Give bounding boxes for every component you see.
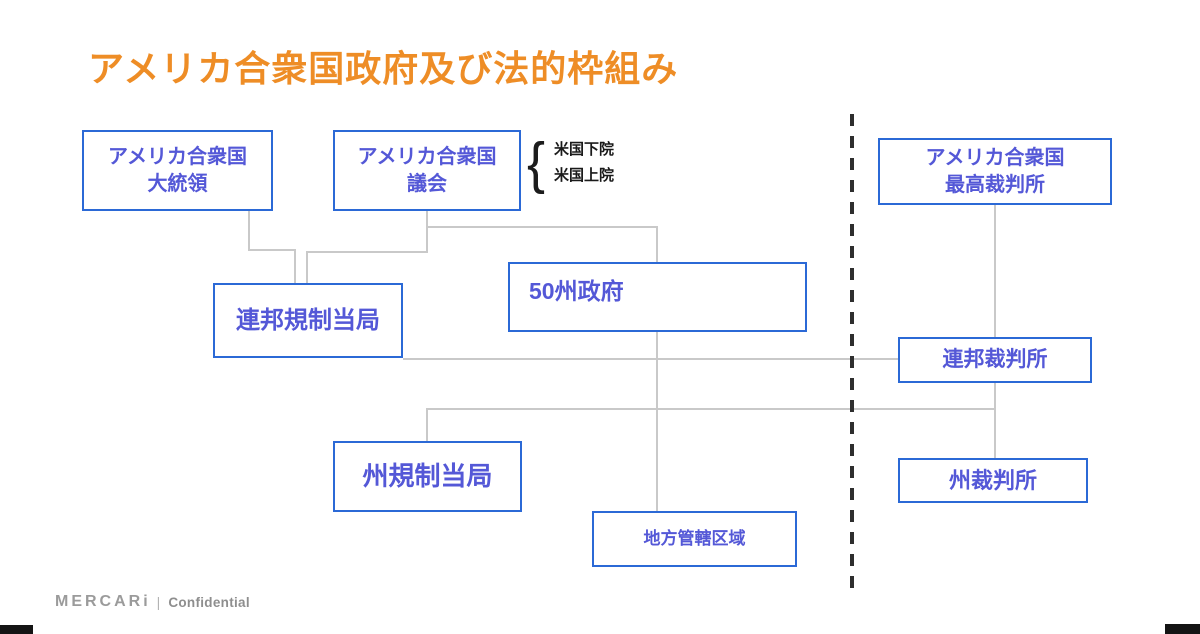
curly-bracket: { [527, 131, 546, 195]
node-label-line: 最高裁判所 [945, 173, 1045, 196]
node-label-line: 大統領 [147, 172, 208, 195]
node-us-congress: アメリカ合衆国 議会 [333, 130, 521, 211]
node-label-line: 議会 [407, 172, 447, 195]
connector-line [994, 383, 996, 458]
node-state-courts: 州裁判所 [898, 458, 1088, 503]
footer: MERCARi | Confidential [55, 593, 250, 611]
node-label: 地方管轄区域 [643, 528, 746, 548]
node-label-line: アメリカ合衆国 [925, 147, 1065, 170]
branch-separator-dashed-line [850, 114, 854, 592]
node-us-president: アメリカ合衆国 大統領 [82, 130, 273, 211]
node-label: 50州政府 [529, 278, 624, 304]
connector-line [426, 226, 658, 228]
connector-line [248, 249, 296, 251]
connector-line [994, 205, 996, 337]
node-us-supreme-court: アメリカ合衆国 最高裁判所 [878, 138, 1112, 205]
decor-bar-right [1165, 624, 1200, 634]
congress-senate-label: 米国上院 [554, 167, 615, 184]
connector-line [306, 251, 308, 283]
node-label-line: アメリカ合衆国 [357, 146, 497, 169]
connector-line [656, 226, 658, 262]
node-local-jurisdictions: 地方管轄区域 [592, 511, 797, 567]
page-title: アメリカ合衆国政府及び法的枠組み [88, 48, 679, 89]
node-federal-regulators: 連邦規制当局 [213, 283, 403, 358]
node-50-state-governments: 50州政府 [508, 262, 807, 332]
confidential-label: Confidential [168, 594, 250, 610]
mercari-logo: MERCARi [55, 593, 151, 610]
node-federal-courts: 連邦裁判所 [898, 337, 1092, 383]
node-label: 州裁判所 [948, 467, 1037, 493]
node-label-line: アメリカ合衆国 [108, 146, 247, 169]
congress-chambers-list: 米国下院 米国上院 [554, 137, 614, 189]
node-label: 連邦規制当局 [236, 306, 380, 334]
connector-line [426, 211, 428, 253]
connector-line [306, 251, 428, 253]
congress-house-label: 米国下院 [554, 141, 615, 158]
connector-line [426, 408, 995, 410]
connector-line [426, 408, 428, 441]
connector-line [248, 211, 250, 251]
congress-chambers-annotation: { 米国下院 米国上院 [527, 131, 614, 195]
connector-line [656, 332, 658, 511]
node-label: 連邦裁判所 [942, 348, 1048, 372]
footer-separator: | [156, 594, 161, 610]
decor-bar-left [0, 625, 33, 634]
node-label: 州規制当局 [362, 461, 493, 492]
connector-line [403, 358, 898, 360]
node-state-regulators: 州規制当局 [333, 441, 522, 512]
connector-line [294, 249, 296, 283]
